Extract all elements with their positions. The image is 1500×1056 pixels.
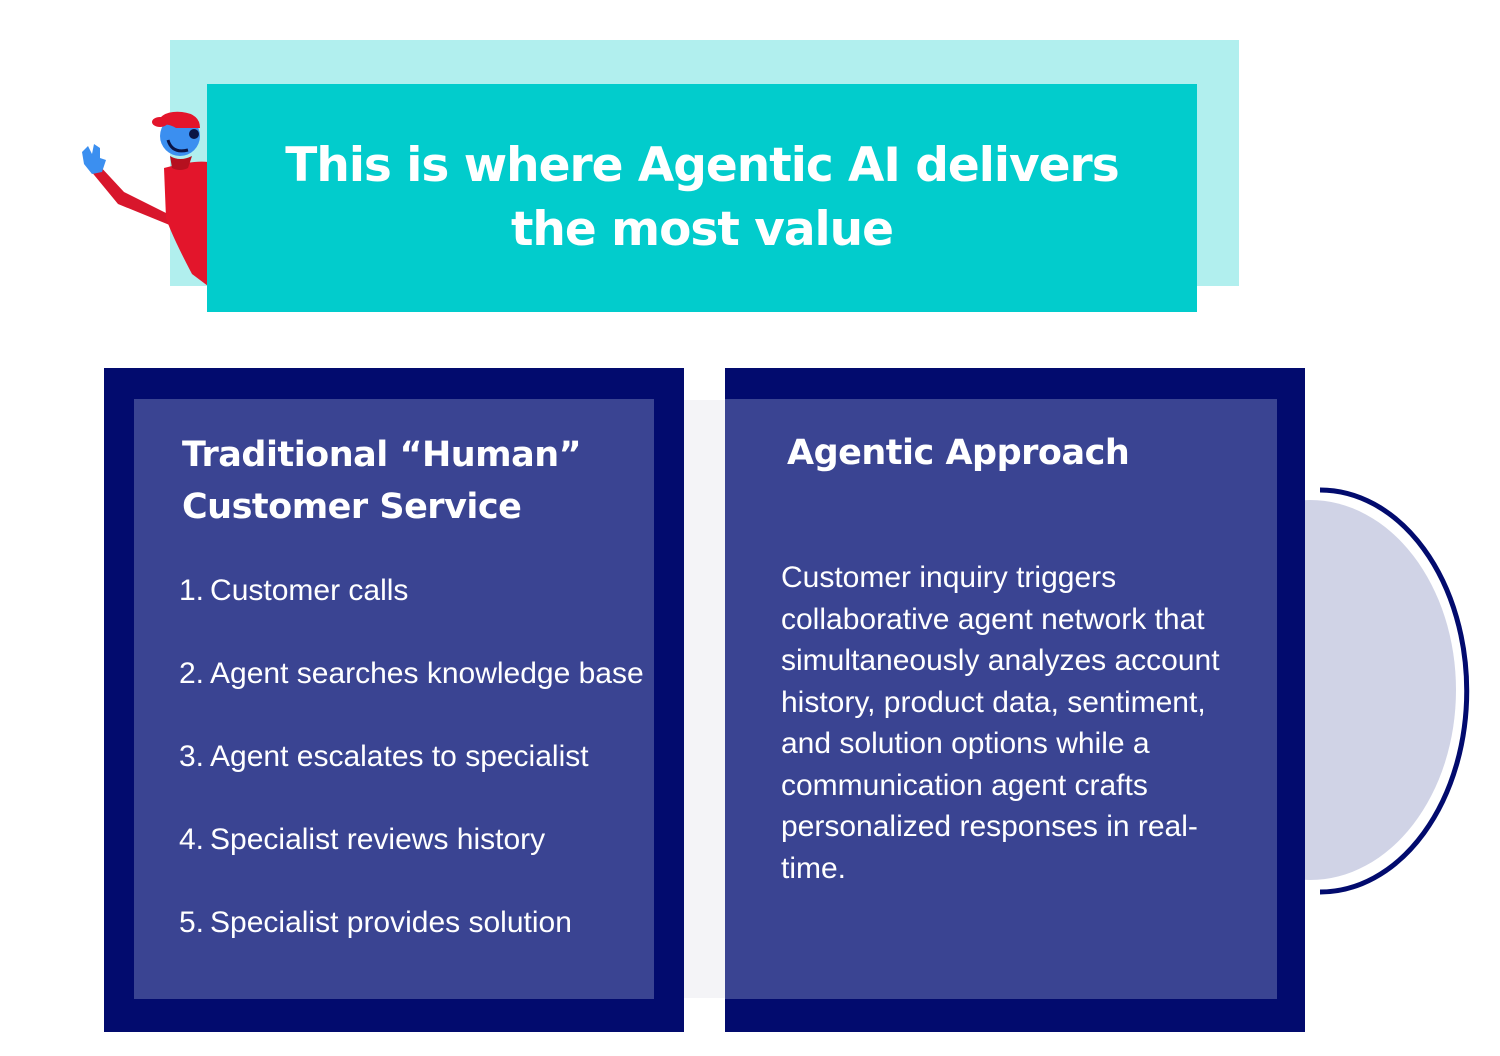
step-text: Customer calls <box>210 574 409 607</box>
step-text: Specialist reviews history <box>210 823 546 856</box>
agentic-approach-description: Customer inquiry triggers collaborative … <box>781 561 1220 885</box>
banner: This is where Agentic AI delivers the mo… <box>207 84 1197 312</box>
list-item: 2.Agent searches knowledge base <box>179 632 644 715</box>
step-number: 5. <box>179 906 205 939</box>
step-text: Specialist provides solution <box>210 906 572 939</box>
list-item: 5.Specialist provides solution <box>179 881 644 964</box>
step-number: 4. <box>179 823 205 856</box>
list-item: 3.Agent escalates to specialist <box>179 715 644 798</box>
step-number: 1. <box>179 574 205 607</box>
step-number: 3. <box>179 740 205 773</box>
support-agent-mascot-icon <box>82 111 208 286</box>
list-item: 4.Specialist reviews history <box>179 798 644 881</box>
traditional-steps-list: 1.Customer calls 2.Agent searches knowle… <box>179 549 644 964</box>
step-text: Agent escalates to specialist <box>210 740 589 773</box>
traditional-service-panel: Traditional “Human” Customer Service 1.C… <box>104 368 684 1032</box>
step-number: 2. <box>179 657 205 690</box>
agentic-approach-panel: Agentic Approach Customer inquiry trigge… <box>725 368 1305 1032</box>
agentic-approach-card: Agentic Approach Customer inquiry trigge… <box>725 399 1277 999</box>
traditional-service-heading: Traditional “Human” Customer Service <box>182 435 582 527</box>
agentic-approach-heading: Agentic Approach <box>787 433 1130 473</box>
traditional-service-card: Traditional “Human” Customer Service 1.C… <box>134 399 654 999</box>
step-text: Agent searches knowledge base <box>210 657 644 690</box>
panel-gap-strip <box>680 400 730 998</box>
page-title: This is where Agentic AI delivers the mo… <box>285 138 1119 257</box>
list-item: 1.Customer calls <box>179 549 644 632</box>
